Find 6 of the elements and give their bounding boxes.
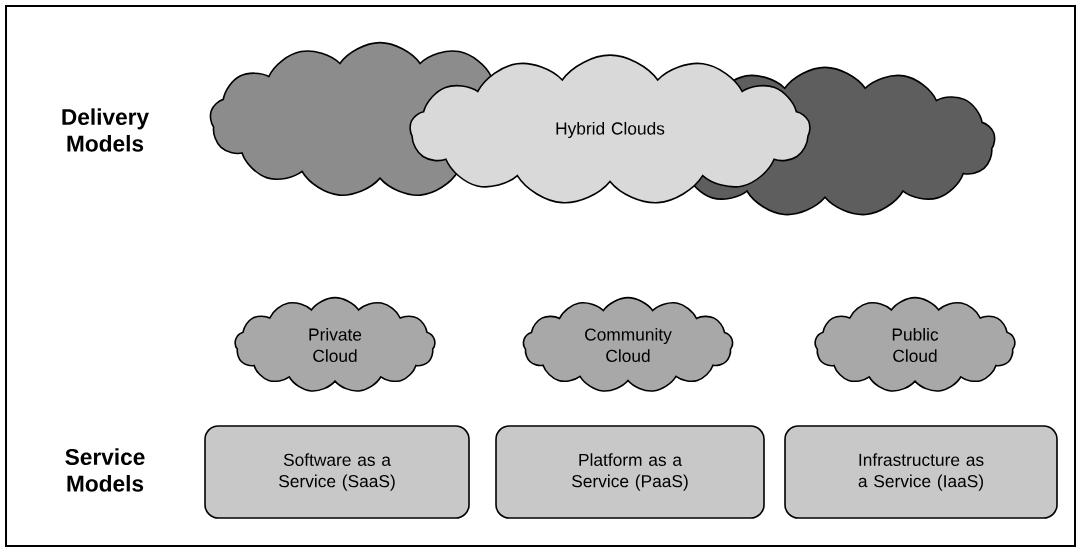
service-box: Infrastructure as a Service (IaaS) [784, 425, 1058, 519]
cloud-cluster-drawing: Hybrid Clouds [209, 41, 996, 216]
section-heading: Delivery Models [62, 108, 149, 152]
service-box: Software as a Service (SaaS) [204, 425, 470, 519]
section-heading: Service Models [65, 448, 145, 492]
service-box: Platform as a Service (PaaS) [495, 425, 765, 519]
